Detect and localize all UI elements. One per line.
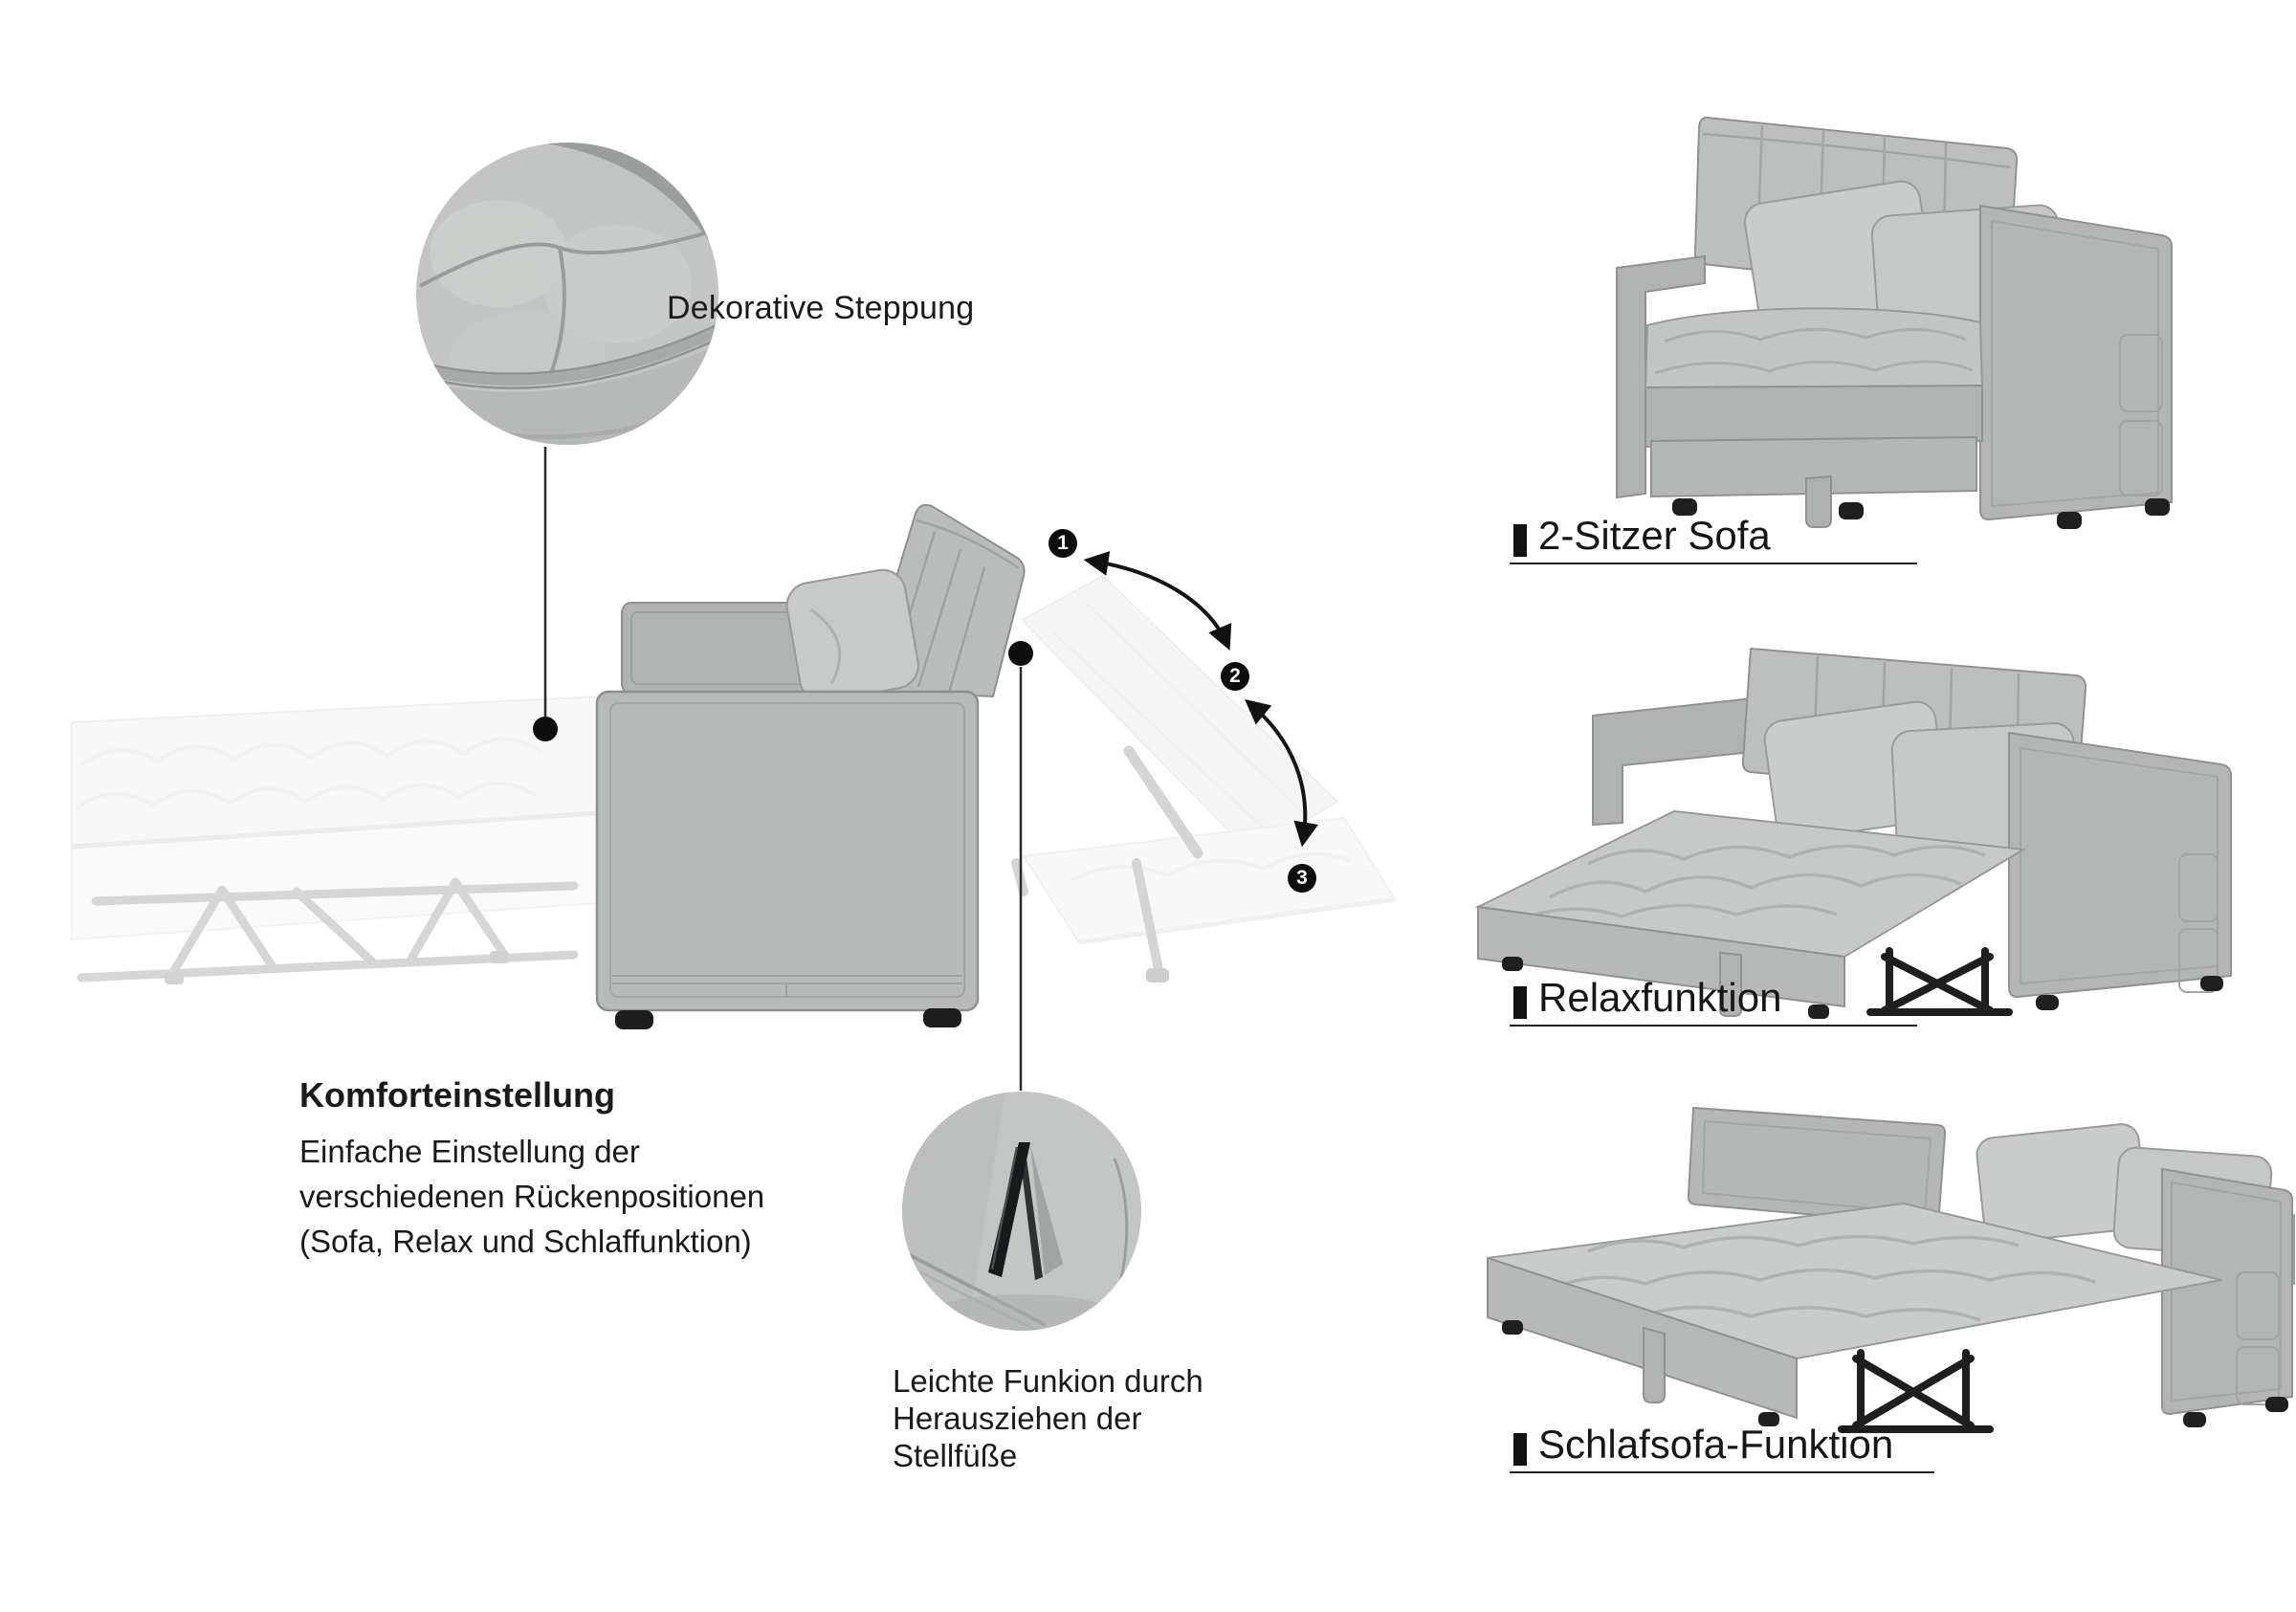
comfort-note-line: (Sofa, Relax und Schlaffunktion): [299, 1224, 752, 1259]
figure-sofa-2sitzer: [1616, 116, 2173, 529]
sofa-foot: [1502, 957, 1523, 971]
relax-left-arm: [1592, 696, 1754, 827]
sofa-foot: [2183, 1412, 2206, 1427]
comfort-note-line: Einfache Einstellung der: [299, 1134, 640, 1169]
step-marker-1: 1: [1049, 529, 1077, 558]
schlaf-bed-surface: [1487, 1202, 2222, 1420]
label-tick: [1513, 524, 1527, 557]
step-marker-2: 2: [1221, 662, 1249, 691]
relax-extended-mattress: [1474, 809, 2027, 1017]
sofa-foot: [1839, 502, 1864, 519]
sofa-foot: [615, 1010, 653, 1029]
pull-strap: [1805, 475, 1832, 528]
sofa2sitzer-left-arm: [1616, 254, 1706, 499]
sofa-foot: [2057, 512, 2082, 529]
rotation-arrow-2-3: [1244, 698, 1319, 848]
quilting-callout-label: Dekorative Steppung: [667, 290, 975, 326]
relax-right-arm: [2008, 731, 2232, 999]
sofa-foot: [2200, 976, 2223, 991]
sofa-pillow: [785, 568, 919, 702]
sofa-foot: [1502, 1320, 1523, 1335]
schlaf-metal-frame: [1838, 1349, 1994, 1433]
pullout-foot-zoom-photo: [902, 1092, 1141, 1331]
figure-label-2sitzer: 2-Sitzer Sofa: [1510, 515, 1917, 564]
figure-label-text: Relaxfunktion: [1538, 975, 1782, 1020]
relax-metal-frame: [1866, 947, 2013, 1016]
label-tick: [1513, 986, 1527, 1019]
sofa-foot: [923, 1008, 961, 1027]
figure-label-text: Schlafsofa-Funktion: [1538, 1422, 1894, 1467]
sofa-foot: [2265, 1397, 2288, 1412]
pull-strap: [1719, 951, 1742, 1017]
label-tick: [1513, 1433, 1527, 1466]
sofa-foot: [2145, 498, 2170, 516]
figure-label-relax: Relaxfunktion: [1510, 977, 1917, 1027]
sofa-foot: [1672, 498, 1697, 516]
pull-strap: [1643, 1326, 1666, 1403]
sofa2sitzer-right-arm: [1979, 204, 2173, 521]
figure-sofa-schlaf: [1487, 1106, 2295, 1433]
ghost-metal-legs: [77, 877, 579, 983]
detail-circle-pullout-foot: [902, 1092, 1141, 1331]
figure-label-text: 2-Sitzer Sofa: [1538, 513, 1771, 558]
pullout-foot-note-line: Stellfüße: [893, 1438, 1018, 1473]
sofa2sitzer-seat: [1644, 307, 1984, 528]
figure-label-schlaf: Schlafsofa-Funktion: [1510, 1424, 1934, 1473]
step-marker-3: 3: [1288, 864, 1316, 893]
sofa-arm-panel: [595, 690, 980, 1029]
sofa-foot: [2036, 995, 2059, 1010]
sofa-foot: [1808, 1005, 1829, 1019]
figure-sofa-relax: [1474, 647, 2232, 1019]
schlaf-right-arm: [2161, 1167, 2293, 1416]
comfort-note-title: Komforteinstellung: [299, 1075, 615, 1115]
comfort-note-line: verschiedenen Rückenpositionen: [299, 1179, 765, 1214]
detail-circle-quilting: [416, 143, 718, 445]
pullout-foot-note: Leichte Funkion durch Herausziehen der S…: [893, 1362, 1203, 1474]
callout-dot-backrest: [1008, 641, 1033, 666]
ghost-bed-extension: [71, 695, 599, 984]
pullout-foot-note-line: Herausziehen der: [893, 1401, 1142, 1436]
quilting-zoom-photo: [416, 143, 718, 445]
comfort-note: Komforteinstellung Einfache Einstellung …: [299, 1075, 835, 1264]
pullout-foot-note-line: Leichte Funkion durch: [893, 1363, 1203, 1399]
rotation-arrow-1-2: [1083, 551, 1232, 651]
sofa-foot: [1758, 1412, 1779, 1426]
callout-dot-quilting: [533, 717, 558, 741]
